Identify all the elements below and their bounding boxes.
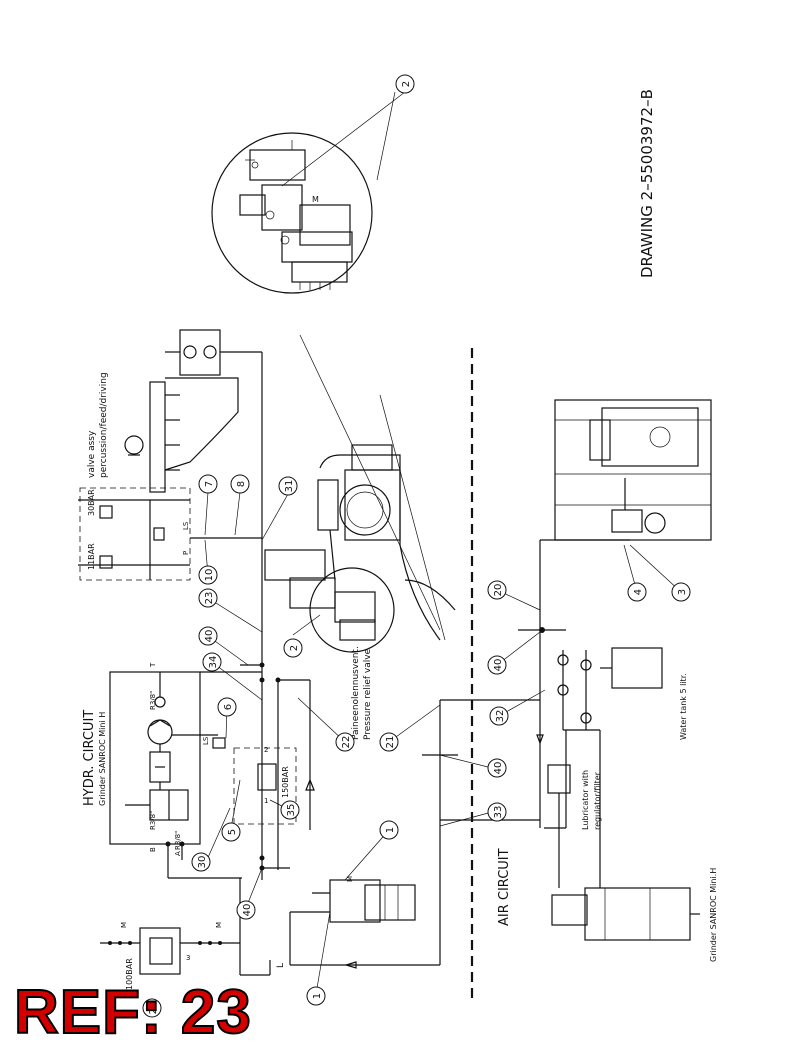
balloon: 40	[487, 758, 507, 778]
svg-text:5: 5	[227, 829, 238, 835]
balloon: 35	[280, 800, 300, 820]
balloon: 10	[198, 565, 218, 585]
svg-text:31: 31	[284, 480, 295, 493]
svg-text:40: 40	[493, 762, 504, 775]
svg-text:M: M	[312, 195, 319, 204]
svg-text:2: 2	[401, 81, 412, 87]
water-tank-label: Water tank 5 litr.	[679, 673, 688, 740]
svg-text:3: 3	[677, 589, 688, 595]
balloon: 22	[335, 732, 355, 752]
svg-text:R3/8": R3/8"	[149, 691, 157, 710]
svg-text:2: 2	[289, 645, 300, 651]
balloon: 40	[198, 626, 218, 646]
svg-text:28: 28	[148, 1002, 159, 1015]
balloon: 2	[283, 638, 303, 658]
svg-text:10: 10	[204, 569, 215, 582]
svg-text:40: 40	[204, 630, 215, 643]
balloon: 5	[221, 822, 241, 842]
balloon: 33	[487, 802, 507, 822]
svg-text:1: 1	[385, 827, 396, 833]
hydraulic-circuit-title: HYDR. CIRCUIT	[82, 710, 97, 806]
svg-text:32: 32	[495, 710, 506, 723]
svg-text:30: 30	[197, 856, 208, 869]
balloon: 32	[489, 706, 509, 726]
balloon: 6	[217, 697, 237, 717]
pressure-150bar: 150BAR	[281, 766, 290, 798]
balloon: 21	[379, 732, 399, 752]
svg-text:35: 35	[286, 804, 297, 817]
grinder-motor-hydraulic: M	[289, 700, 441, 969]
svg-text:2: 2	[264, 746, 268, 754]
balloon: 34	[202, 652, 222, 672]
balloon: 40	[236, 900, 256, 920]
svg-text:22: 22	[341, 736, 352, 749]
lubricator-label-1: Lubricator with	[581, 770, 590, 830]
svg-text:L: L	[276, 963, 286, 968]
svg-text:LS: LS	[182, 521, 190, 530]
balloon: 7	[198, 474, 218, 494]
valve-assy-label: valve assy	[87, 430, 97, 478]
pressure-100bar: 100BAR	[125, 958, 134, 990]
air-circuit: AIR CIRCUIT Grinder SANROC Mini.H	[422, 399, 718, 962]
svg-text:3: 3	[186, 954, 190, 962]
pressure-11bar: 11BAR	[87, 543, 96, 570]
svg-text:7: 7	[204, 481, 215, 487]
pressure-30bar: 30BAR	[87, 489, 96, 516]
balloon: 40	[487, 655, 507, 675]
balloon: 8	[230, 474, 250, 494]
svg-text:34: 34	[208, 656, 219, 669]
balloon: 30	[191, 852, 211, 872]
svg-text:40: 40	[493, 659, 504, 672]
svg-text:1: 1	[312, 993, 323, 999]
svg-text:R3/8": R3/8"	[174, 831, 182, 850]
hydraulic-circuit-subtitle: Grinder SANROC Mini H	[98, 712, 107, 806]
svg-text:23: 23	[204, 592, 215, 605]
svg-text:R3/8": R3/8"	[149, 811, 157, 830]
air-circuit-subtitle: Grinder SANROC Mini.H	[709, 868, 718, 962]
svg-text:33: 33	[493, 806, 504, 819]
balloon: 4	[627, 582, 647, 602]
balloon: 1	[306, 986, 326, 1006]
svg-text:T: T	[149, 662, 157, 668]
air-circuit-title: AIR CIRCUIT	[497, 848, 512, 926]
valve-assy-subtitle: percussion/feed/driving	[99, 372, 109, 478]
balloon: 20	[487, 580, 507, 600]
relief-valve-finnish: Paineenolennusvent.	[351, 646, 361, 740]
valve-100bar: 100BAR M M 3 L	[100, 878, 286, 990]
balloon: 31	[278, 476, 298, 496]
svg-text:6: 6	[223, 704, 234, 710]
valve-block: 30BAR 11BAR P LS	[78, 487, 191, 581]
balloon: 3	[671, 582, 691, 602]
svg-text:M: M	[346, 876, 354, 882]
svg-text:M: M	[215, 922, 223, 928]
svg-text:1: 1	[264, 797, 268, 805]
balloon: 23	[198, 588, 218, 608]
svg-text:8: 8	[236, 481, 247, 487]
svg-text:4: 4	[633, 589, 644, 595]
hydraulic-circuit: HYDR. CIRCUIT Grinder SANROC Mini H R3/8…	[82, 632, 315, 880]
svg-text:21: 21	[385, 736, 396, 749]
relief-valve-english: Pressure relief valve	[363, 648, 373, 740]
svg-text:B: B	[149, 847, 157, 852]
svg-text:P: P	[182, 551, 190, 555]
balloon-leaders	[204, 91, 682, 995]
svg-text:A: A	[174, 851, 182, 856]
balloon: 2	[395, 74, 415, 94]
balloon: 28	[142, 998, 162, 1018]
svg-text:M: M	[120, 922, 128, 928]
svg-text:40: 40	[242, 904, 253, 917]
balloon: 1	[379, 820, 399, 840]
lubricator-label-2: regulator/filter	[593, 771, 602, 830]
machine-detail-center	[264, 334, 456, 653]
valve-assembly: valve assy percussion/feed/driving	[87, 329, 262, 493]
drawing-number: DRAWING 2–55003972–B	[638, 89, 656, 278]
svg-text:LS: LS	[202, 736, 210, 745]
detail-circle-top: M	[211, 91, 396, 294]
svg-text:20: 20	[493, 584, 504, 597]
reference-label: REF: 23	[13, 978, 252, 1047]
